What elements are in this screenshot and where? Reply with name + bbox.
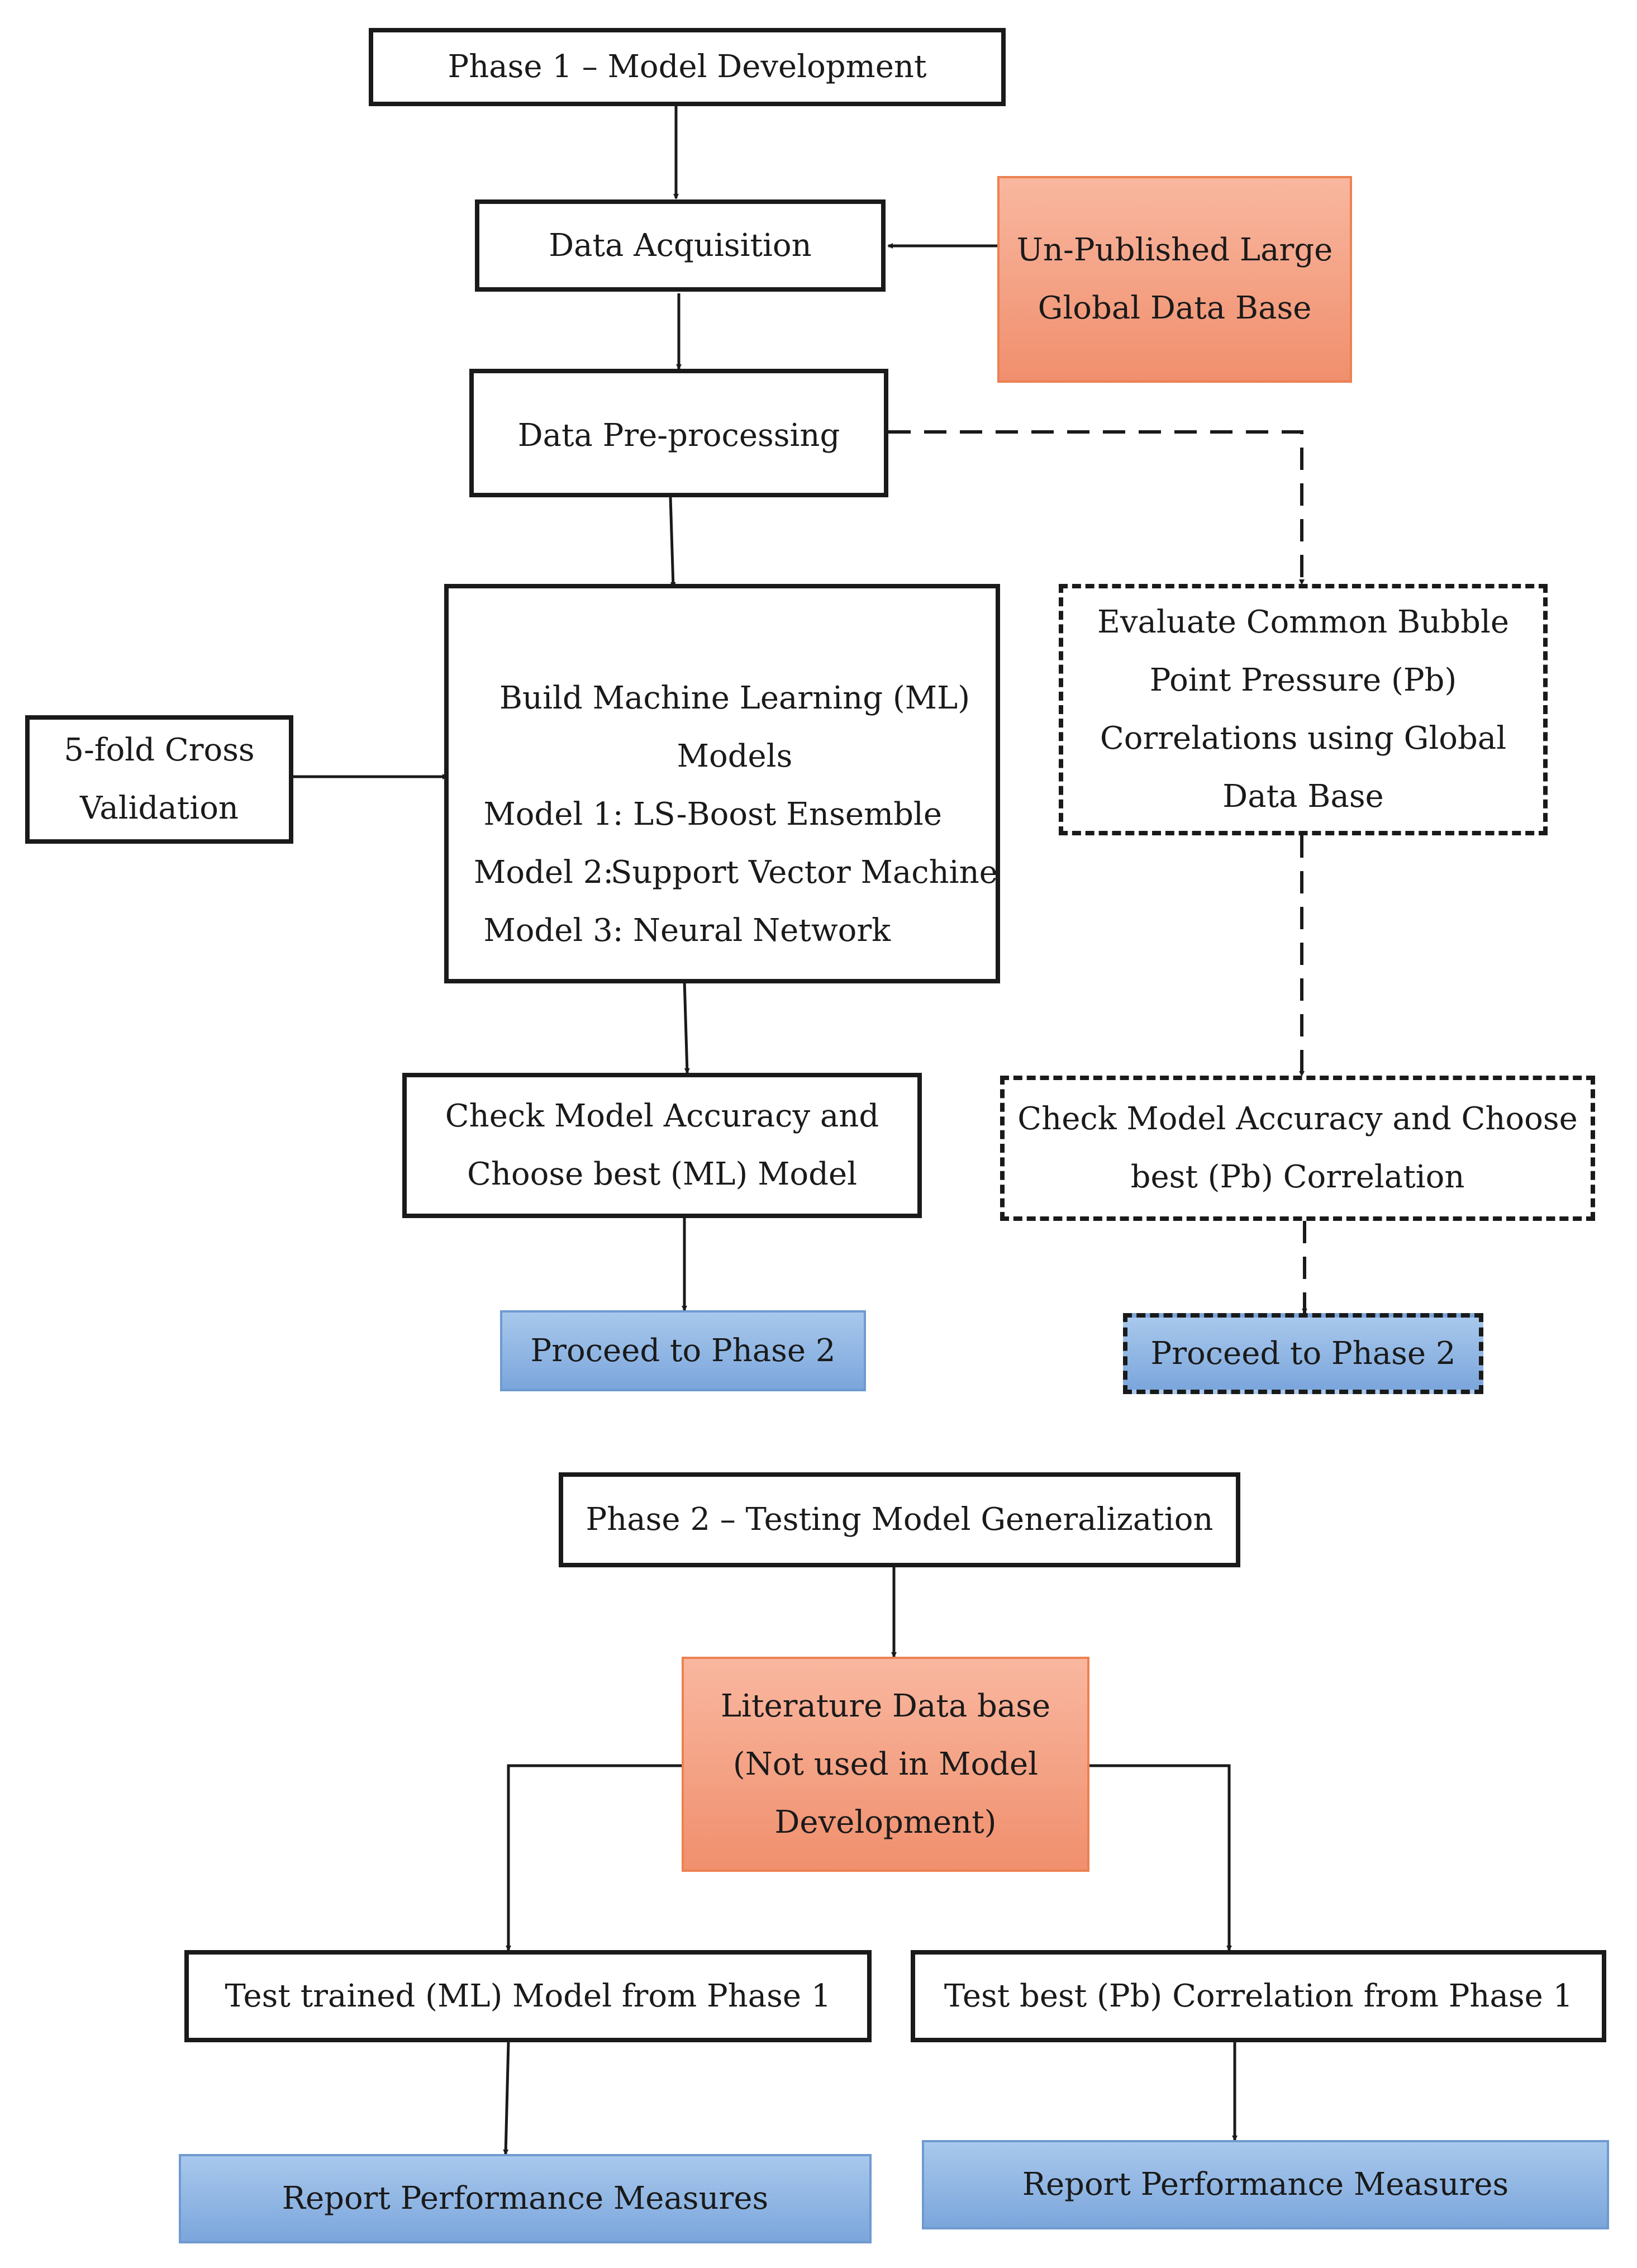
dashed-arrow-preprocessing-to-evaluate [888,430,1305,585]
check-pb-accuracy-box: Check Model Accuracy and Choose best (Pb… [1000,1076,1595,1221]
check-ml-accuracy-box: Check Model Accuracy and Choose best (ML… [402,1073,922,1218]
report-left-label: Report Performance Measures [282,2180,769,2217]
data-preprocessing-label: Data Pre-processing [517,417,840,454]
arrow-test-ml-to-report [503,2042,510,2155]
test-pb-label: Test best (Pb) Correlation from Phase 1 [944,1977,1573,2014]
model-2-row: Model 2:Support Vector Machine [474,844,998,902]
test-pb-correlation-box: Test best (Pb) Correlation from Phase 1 [911,1950,1606,2042]
model-1-row: Model 1:LS-Boost Ensemble [474,786,942,844]
evaluate-correlations-box: Evaluate Common Bubble Point Pressure (P… [1059,584,1548,835]
check-ml-line-1: Check Model Accuracy and [445,1098,879,1134]
global-database-box: Un-Published Large Global Data Base [997,176,1352,383]
build-models-heading-1: Build Machine Learning (ML) [499,680,970,716]
arrow-literature-to-test-ml [506,1764,682,1951]
build-ml-models-box: Build Machine Learning (ML) Models Model… [444,584,1000,983]
model-2-label: Model 2: [474,854,614,891]
proceed-right-label: Proceed to Phase 2 [1150,1335,1456,1372]
evaluate-line-3: Correlations using Global [1100,720,1507,757]
check-pb-line-2: best (Pb) Correlation [1130,1159,1465,1195]
evaluate-line-2: Point Pressure (Pb) [1149,662,1457,698]
model-3-row: Model 3:Neural Network [474,902,891,960]
cross-validation-line-1: 5-fold Cross [64,732,255,768]
model-3-name: Neural Network [633,912,891,949]
evaluate-line-1: Evaluate Common Bubble [1097,604,1510,640]
global-database-line-1: Un-Published Large [1016,232,1333,268]
proceed-phase2-right-box: Proceed to Phase 2 [1123,1313,1483,1394]
phase1-title: Phase 1 – Model Development [448,49,927,85]
arrow-literature-to-test-pb [1089,1764,1232,1951]
check-ml-line-2: Choose best (ML) Model [467,1156,858,1192]
data-preprocessing-box: Data Pre-processing [469,369,888,497]
model-2-name: Support Vector Machine [611,854,998,891]
test-ml-label: Test trained (ML) Model from Phase 1 [225,1977,831,2014]
model-3-label: Model 3: [483,912,624,949]
proceed-phase2-left-box: Proceed to Phase 2 [500,1310,866,1391]
report-left-box: Report Performance Measures [179,2154,872,2243]
cross-validation-box: 5-fold Cross Validation [25,715,293,844]
model-1-name: LS-Boost Ensemble [633,796,942,833]
proceed-left-label: Proceed to Phase 2 [530,1332,836,1369]
check-pb-line-1: Check Model Accuracy and Choose [1017,1101,1578,1137]
literature-line-3: Development) [774,1804,997,1841]
arrow-build-to-check-ml [683,980,690,1074]
data-acquisition-label: Data Acquisition [549,227,812,264]
phase2-title-box: Phase 2 – Testing Model Generalization [559,1472,1240,1567]
literature-line-1: Literature Data base [720,1687,1051,1724]
global-database-line-2: Global Data Base [1038,290,1312,326]
evaluate-line-4: Data Base [1222,778,1384,815]
report-right-box: Report Performance Measures [922,2140,1609,2229]
arrow-preprocessing-to-build [669,497,676,588]
data-acquisition-box: Data Acquisition [475,199,886,292]
phase2-title: Phase 2 – Testing Model Generalization [586,1501,1214,1538]
literature-database-box: Literature Data base (Not used in Model … [682,1657,1089,1872]
test-ml-model-box: Test trained (ML) Model from Phase 1 [184,1950,872,2042]
literature-line-2: (Not used in Model [732,1746,1039,1782]
build-models-heading-2: Models [677,738,793,774]
model-1-label: Model 1: [483,796,624,833]
phase1-title-box: Phase 1 – Model Development [369,28,1006,106]
report-right-label: Report Performance Measures [1022,2166,1509,2203]
cross-validation-line-2: Validation [80,790,239,826]
